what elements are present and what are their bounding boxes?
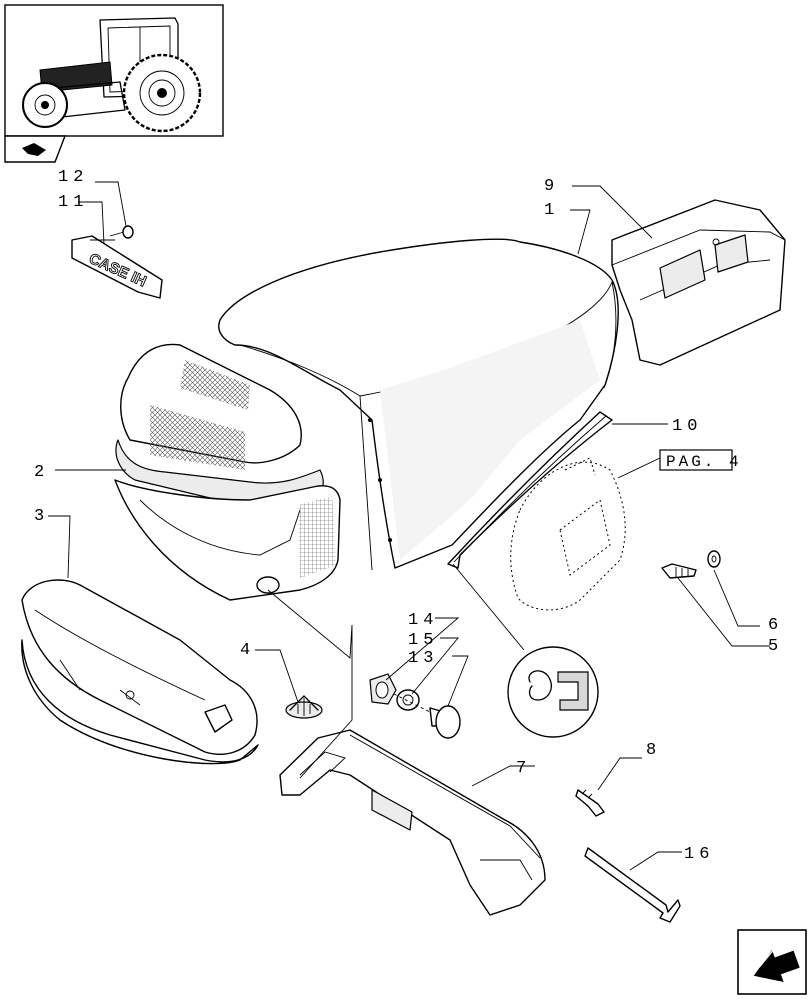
label-16: 16: [684, 845, 714, 864]
label-11: 11: [58, 193, 88, 212]
label-7: 7: [516, 759, 531, 778]
leader-lines: [48, 181, 770, 871]
label-5: 5: [768, 637, 783, 656]
page-reference-text: PAG. 4: [666, 453, 742, 471]
label-15: 15: [408, 631, 438, 650]
decal-part-11: CASE IH: [71, 231, 163, 299]
push-clip-part-4: [285, 695, 323, 719]
label-2: 2: [34, 463, 49, 482]
washer-part-6: [707, 550, 721, 568]
mounting-frame-part-7: [279, 729, 546, 916]
label-10: 10: [672, 417, 702, 436]
seal-strip-part-10: [447, 411, 613, 569]
hex-key-part-16: [584, 847, 681, 923]
section-marker-icon[interactable]: [4, 135, 67, 163]
screw-part-12: [122, 225, 134, 239]
label-3: 3: [34, 507, 49, 526]
label-12: 12: [58, 168, 88, 187]
front-grille-part-2: [114, 343, 341, 601]
hood-part-1: [218, 238, 619, 571]
page-reference[interactable]: PAG. 4: [659, 449, 742, 471]
ghost-reference-part: [510, 457, 626, 611]
front-shield-part-3: [21, 579, 259, 765]
label-14: 14: [408, 611, 438, 630]
bolt-part-5: [661, 563, 697, 579]
label-8: 8: [646, 741, 661, 760]
label-6: 6: [768, 616, 783, 635]
bolt-part-8: [575, 789, 605, 817]
fastener-set: [369, 673, 461, 739]
label-4: 4: [240, 641, 255, 660]
seal-detail-view: [507, 646, 599, 738]
tractor-thumbnail-icon[interactable]: [4, 4, 224, 137]
part-labels: 12 11 9 1 10 2 3 4 14 15 13 6 5 7 8 16: [34, 168, 783, 864]
label-1: 1: [544, 201, 559, 220]
next-page-arrow-icon[interactable]: [737, 929, 807, 995]
rear-console-part-9: [611, 199, 786, 366]
label-9: 9: [544, 177, 559, 196]
label-13: 13: [408, 649, 438, 668]
